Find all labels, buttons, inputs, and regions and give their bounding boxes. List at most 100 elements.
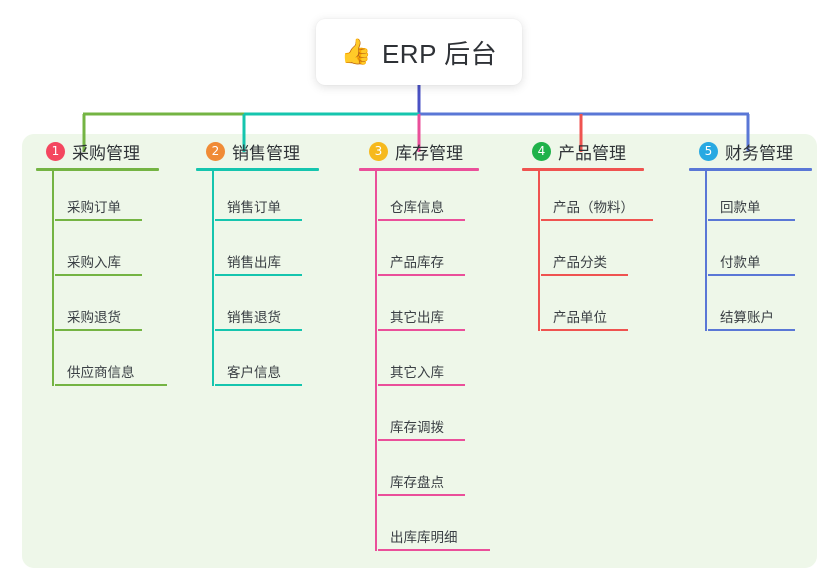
list-item[interactable]: 采购订单 bbox=[55, 171, 193, 226]
list-item-label: 采购订单 bbox=[67, 200, 121, 215]
list-item-label: 其它出库 bbox=[390, 310, 444, 325]
column-title-5: 财务管理 bbox=[725, 143, 793, 163]
list-item-label: 采购入库 bbox=[67, 255, 121, 270]
root-node-title: ERP 后台 bbox=[381, 38, 498, 69]
column-rule-4 bbox=[522, 168, 644, 171]
list-item[interactable]: 回款单 bbox=[708, 171, 839, 226]
column-badge-4: 4 bbox=[532, 141, 551, 161]
list-item-label: 库存调拨 bbox=[390, 420, 444, 435]
column-items-1: 采购订单采购入库采购退货供应商信息 bbox=[33, 171, 193, 391]
list-item[interactable]: 销售退货 bbox=[215, 281, 353, 336]
list-item-label: 销售订单 bbox=[227, 200, 281, 215]
column-badge-5: 5 bbox=[699, 141, 718, 161]
list-item[interactable]: 付款单 bbox=[708, 226, 839, 281]
column-spine-3 bbox=[375, 171, 377, 551]
column-spine-5 bbox=[705, 171, 707, 331]
list-item-rule bbox=[378, 274, 465, 276]
column-4: 4 产品管理产品（物料） 产品分类产品单位 bbox=[519, 134, 679, 336]
list-item[interactable]: 其它出库 bbox=[378, 281, 516, 336]
list-item-rule bbox=[378, 219, 465, 221]
column-1: 1 采购管理采购订单采购入库采购退货供应商信息 bbox=[33, 134, 193, 391]
column-spine-2 bbox=[212, 171, 214, 386]
columns-container: 1 采购管理采购订单采购入库采购退货供应商信息 2 销售管理销售订单销售出库销售退货客… bbox=[22, 134, 817, 568]
list-item-label: 产品库存 bbox=[390, 255, 444, 270]
column-badge-2: 2 bbox=[206, 141, 225, 161]
list-item-rule bbox=[378, 549, 490, 551]
column-rule-2 bbox=[196, 168, 319, 171]
list-item-rule bbox=[55, 274, 142, 276]
list-item-rule bbox=[708, 329, 795, 331]
list-item-rule bbox=[378, 329, 465, 331]
list-item-rule bbox=[378, 494, 465, 496]
list-item[interactable]: 销售订单 bbox=[215, 171, 353, 226]
list-item[interactable]: 库存调拨 bbox=[378, 391, 516, 446]
root-node-card[interactable]: 👍 ERP 后台 bbox=[316, 19, 522, 85]
column-spine-4 bbox=[538, 171, 540, 331]
list-item-label: 其它入库 bbox=[390, 365, 444, 380]
list-item-label: 付款单 bbox=[720, 255, 761, 270]
list-item-label: 产品分类 bbox=[553, 255, 607, 270]
column-rule-1 bbox=[36, 168, 159, 171]
list-item-label: 采购退货 bbox=[67, 310, 121, 325]
column-items-2: 销售订单销售出库销售退货客户信息 bbox=[193, 171, 353, 391]
list-item-rule bbox=[378, 439, 465, 441]
column-5: 5 财务管理回款单付款单结算账户 bbox=[686, 134, 839, 336]
list-item-rule bbox=[215, 219, 302, 221]
column-header-4[interactable]: 4 产品管理 bbox=[519, 134, 679, 168]
list-item-label: 仓库信息 bbox=[390, 200, 444, 215]
column-title-4: 产品管理 bbox=[558, 143, 626, 163]
column-items-5: 回款单付款单结算账户 bbox=[686, 171, 839, 336]
column-header-1[interactable]: 1 采购管理 bbox=[33, 134, 193, 168]
column-header-5[interactable]: 5 财务管理 bbox=[686, 134, 839, 168]
list-item-rule bbox=[541, 329, 628, 331]
column-spine-1 bbox=[52, 171, 54, 386]
list-item-label: 产品（物料） bbox=[553, 200, 634, 215]
thumbs-up-icon: 👍 bbox=[340, 37, 372, 66]
column-badge-1: 1 bbox=[46, 141, 65, 161]
list-item-label: 供应商信息 bbox=[67, 365, 135, 380]
list-item[interactable]: 采购退货 bbox=[55, 281, 193, 336]
list-item-rule bbox=[541, 274, 628, 276]
column-title-2: 销售管理 bbox=[232, 143, 300, 163]
column-2: 2 销售管理销售订单销售出库销售退货客户信息 bbox=[193, 134, 353, 391]
list-item-label: 出库库明细 bbox=[390, 530, 458, 545]
list-item[interactable]: 销售出库 bbox=[215, 226, 353, 281]
list-item[interactable]: 供应商信息 bbox=[55, 336, 193, 391]
list-item-label: 库存盘点 bbox=[390, 475, 444, 490]
list-item[interactable]: 出库库明细 bbox=[378, 501, 516, 556]
column-title-3: 库存管理 bbox=[395, 143, 463, 163]
list-item[interactable]: 结算账户 bbox=[708, 281, 839, 336]
list-item-rule bbox=[55, 329, 142, 331]
list-item-label: 客户信息 bbox=[227, 365, 281, 380]
list-item[interactable]: 产品单位 bbox=[541, 281, 679, 336]
list-item-label: 产品单位 bbox=[553, 310, 607, 325]
list-item[interactable]: 产品（物料） bbox=[541, 171, 679, 226]
list-item-label: 销售退货 bbox=[227, 310, 281, 325]
list-item-rule bbox=[215, 274, 302, 276]
list-item-label: 回款单 bbox=[720, 200, 761, 215]
column-rule-5 bbox=[689, 168, 812, 171]
list-item-label: 结算账户 bbox=[720, 310, 774, 325]
list-item-rule bbox=[708, 219, 795, 221]
list-item[interactable]: 库存盘点 bbox=[378, 446, 516, 501]
list-item-rule bbox=[215, 384, 302, 386]
list-item-rule bbox=[708, 274, 795, 276]
column-items-3: 仓库信息产品库存其它出库其它入库库存调拨库存盘点出库库明细 bbox=[356, 171, 516, 556]
list-item[interactable]: 仓库信息 bbox=[378, 171, 516, 226]
list-item-rule bbox=[215, 329, 302, 331]
list-item[interactable]: 客户信息 bbox=[215, 336, 353, 391]
list-item-rule bbox=[541, 219, 653, 221]
column-header-2[interactable]: 2 销售管理 bbox=[193, 134, 353, 168]
list-item-rule bbox=[378, 384, 465, 386]
column-rule-3 bbox=[359, 168, 479, 171]
list-item[interactable]: 采购入库 bbox=[55, 226, 193, 281]
list-item-rule bbox=[55, 384, 167, 386]
column-items-4: 产品（物料） 产品分类产品单位 bbox=[519, 171, 679, 336]
list-item[interactable]: 产品分类 bbox=[541, 226, 679, 281]
column-title-1: 采购管理 bbox=[72, 143, 140, 163]
list-item-rule bbox=[55, 219, 142, 221]
list-item[interactable]: 产品库存 bbox=[378, 226, 516, 281]
list-item[interactable]: 其它入库 bbox=[378, 336, 516, 391]
list-item-label: 销售出库 bbox=[227, 255, 281, 270]
